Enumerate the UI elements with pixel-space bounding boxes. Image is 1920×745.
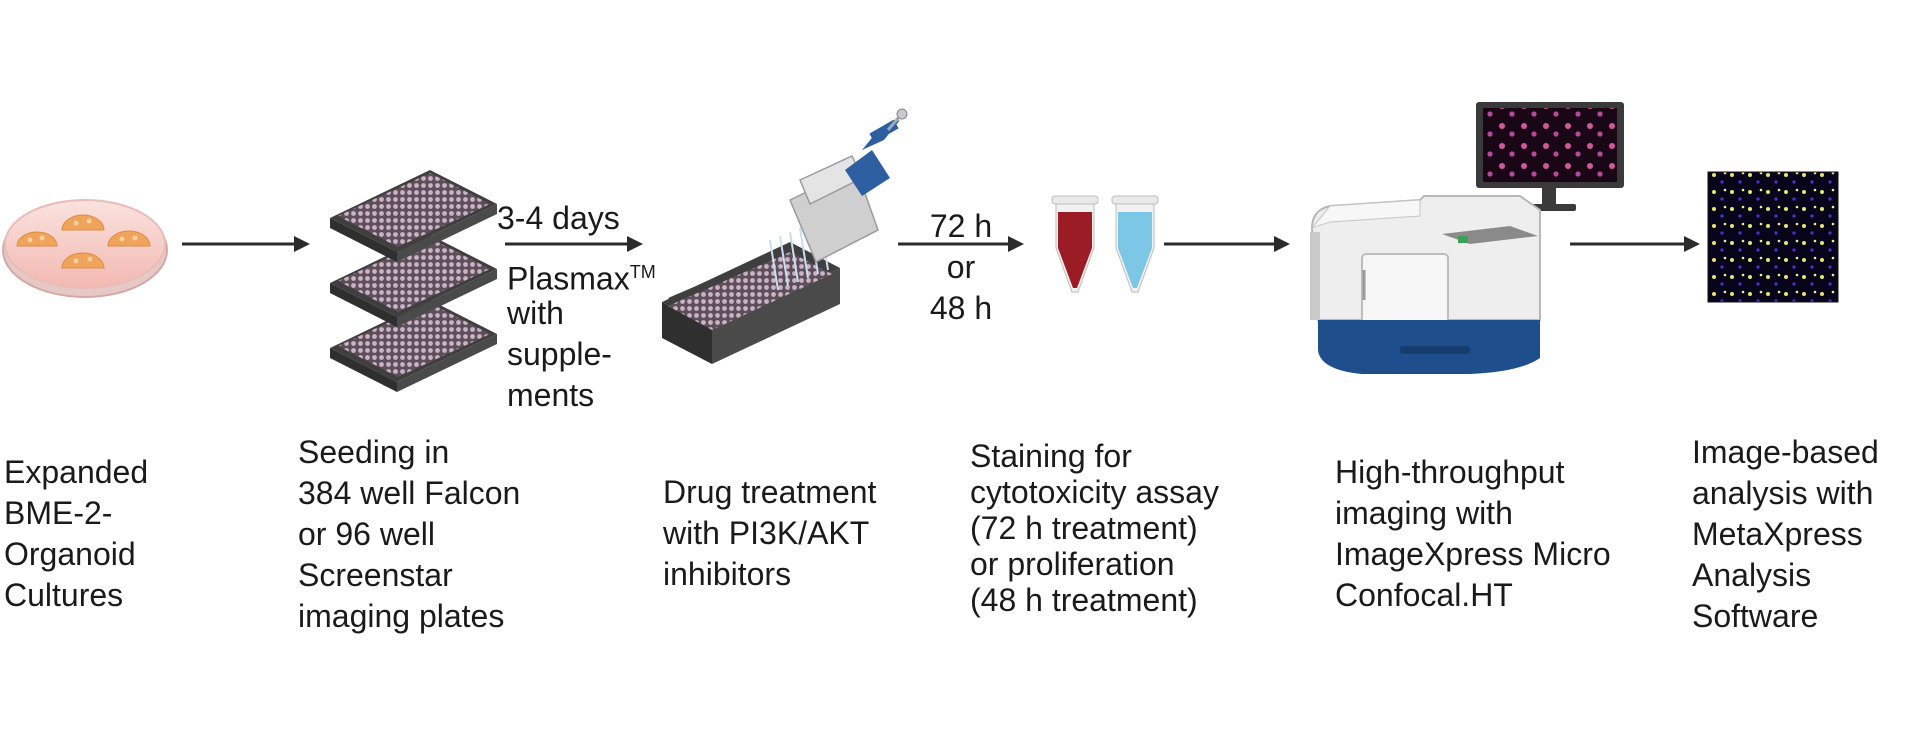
petri-dish-organoids-icon (2, 199, 168, 298)
multichannel-pipette-plate-icon (662, 108, 908, 364)
medium-superscript: TM (629, 262, 656, 282)
arrow-3 (898, 236, 1024, 252)
medium-name: Plasmax (507, 260, 630, 297)
step-label-seeding: Seeding in 384 well Falcon or 96 well Sc… (298, 434, 521, 634)
arrow-2 (505, 236, 643, 252)
step-label-expanded: Expanded BME-2- Organoid Cultures (4, 454, 149, 613)
step-label-imaging: High-throughput imaging with ImageXpress… (1335, 454, 1611, 613)
imaging-system-icon (1310, 102, 1624, 374)
culture-duration-label: 3-4 days (497, 200, 620, 236)
treatment-time-label: 72 h or 48 h (929, 208, 993, 326)
step-label-staining: Staining for cytotoxicity assay (72 h tr… (970, 438, 1219, 618)
stacked-well-plates-icon (330, 170, 497, 392)
arrow-4 (1164, 236, 1290, 252)
medium-label: PlasmaxTM (507, 252, 656, 300)
stain-tubes-icon (1051, 195, 1159, 293)
medium-supplements-label: with supple- ments (507, 295, 612, 413)
analysis-image-icon (1707, 171, 1839, 303)
step-label-analysis: Image-based analysis with MetaXpress Ana… (1692, 434, 1879, 634)
step-label-drug: Drug treatment with PI3K/AKT inhibitors (663, 474, 877, 592)
arrow-5 (1570, 236, 1700, 252)
arrow-1 (182, 236, 310, 252)
